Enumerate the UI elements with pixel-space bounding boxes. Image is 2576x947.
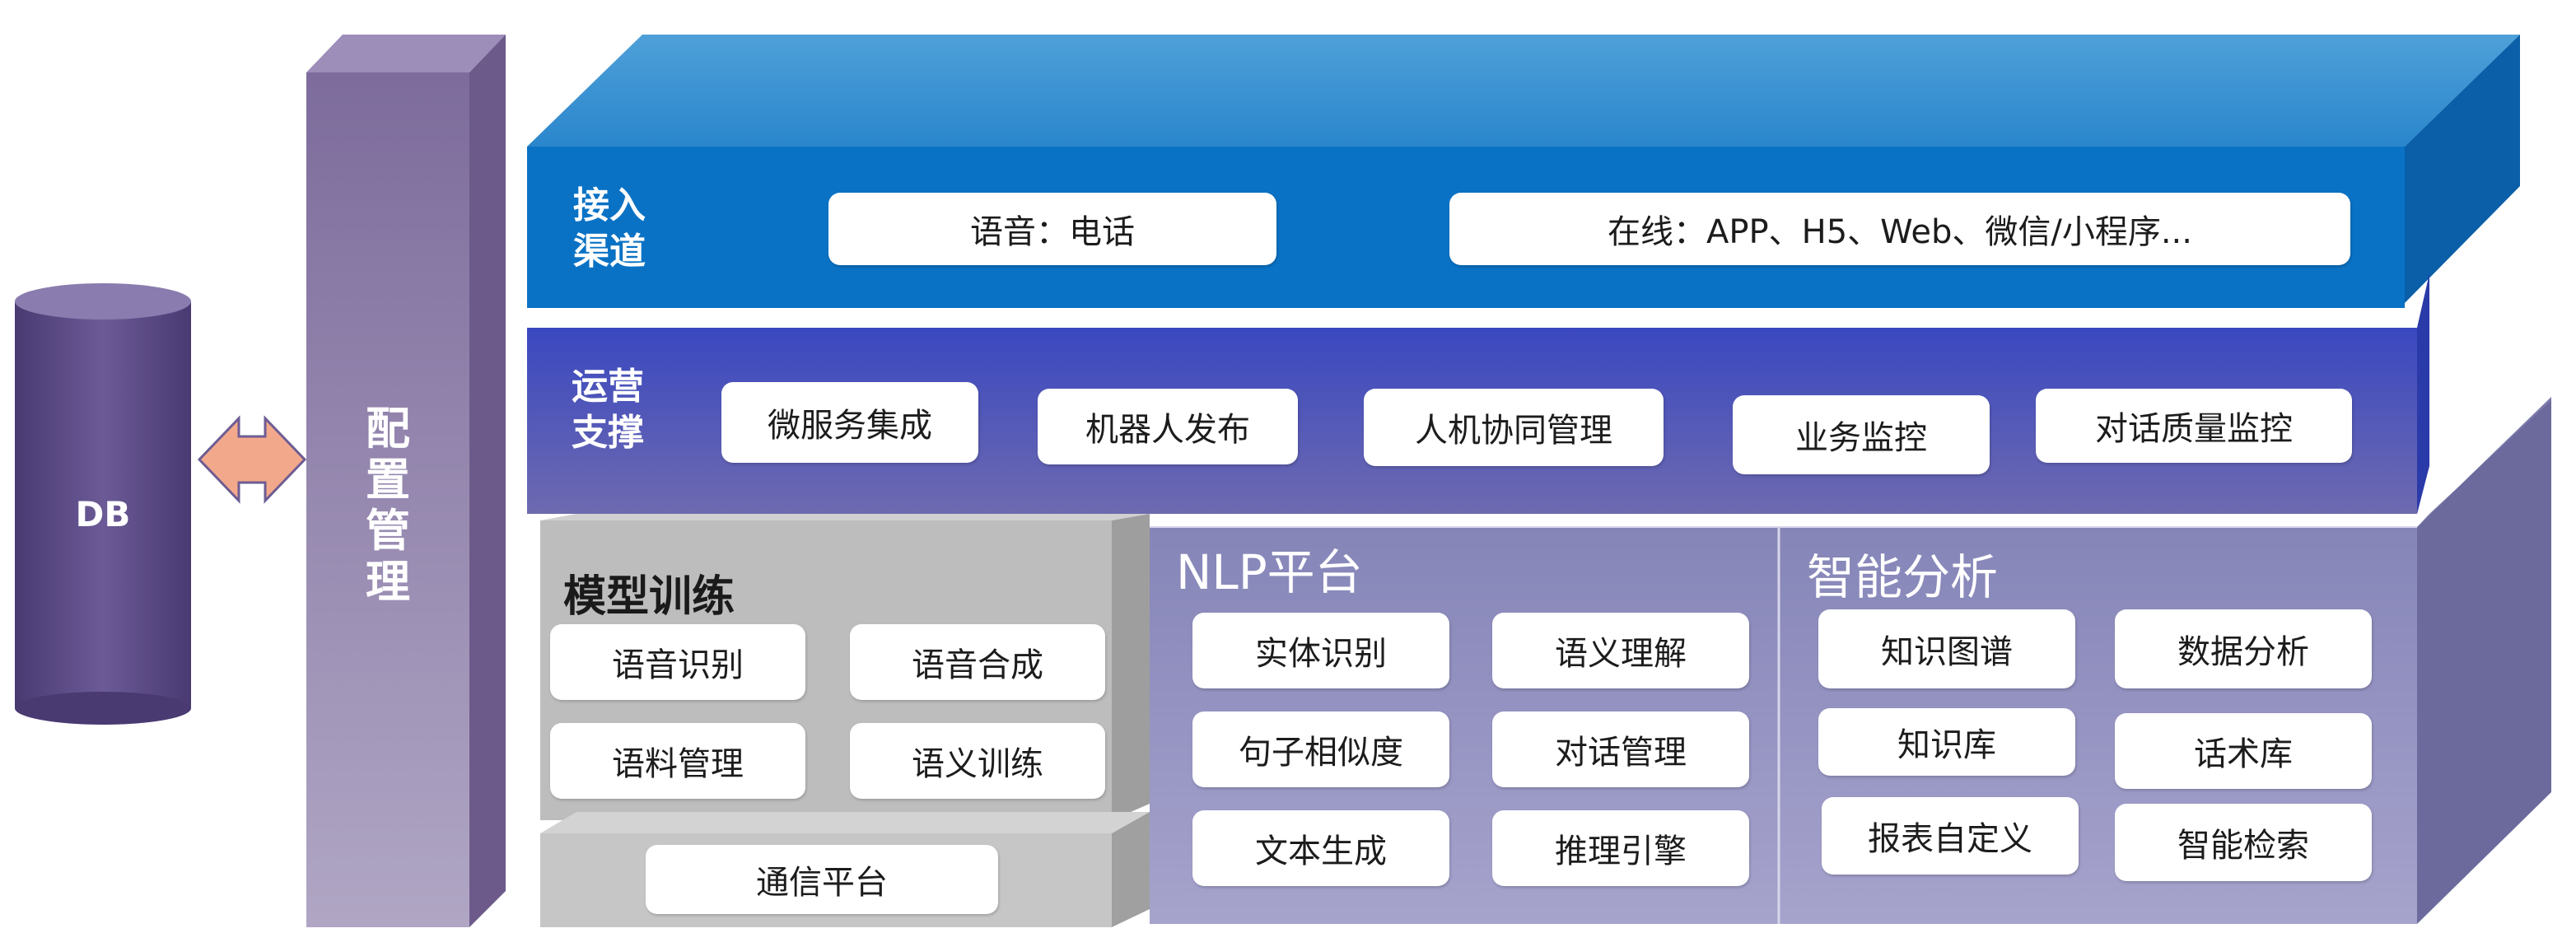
config-label-char: 配 bbox=[366, 403, 410, 455]
nlp-item-dialog[interactable]: 对话管理 bbox=[1492, 711, 1749, 787]
ops-layer-label: 运营 支撑 bbox=[572, 364, 644, 456]
training-item-semantic[interactable]: 语义训练 bbox=[850, 723, 1105, 799]
nlp-item-textgen[interactable]: 文本生成 bbox=[1192, 810, 1449, 886]
access-label-line: 接入 bbox=[573, 184, 646, 226]
training-item-asr[interactable]: 语音识别 bbox=[550, 624, 805, 700]
db-cylinder bbox=[15, 283, 191, 725]
config-label-char: 置 bbox=[366, 454, 410, 506]
ops-item-microservice[interactable]: 微服务集成 bbox=[721, 382, 978, 463]
ops-item-quality[interactable]: 对话质量监控 bbox=[2036, 389, 2352, 463]
config-label-char: 管 bbox=[366, 505, 410, 557]
model-training-title: 模型训练 bbox=[563, 572, 735, 622]
config-pillar bbox=[306, 35, 506, 927]
bidirectional-arrow-icon bbox=[197, 415, 307, 504]
nlp-item-nlu[interactable]: 语义理解 bbox=[1492, 613, 1749, 688]
nlp-item-ner[interactable]: 实体识别 bbox=[1192, 613, 1449, 688]
db-label: DB bbox=[75, 494, 131, 534]
access-item-online[interactable]: 在线：APP、H5、Web、微信/小程序... bbox=[1449, 193, 2350, 265]
config-label: 配 置 管 理 bbox=[306, 404, 469, 608]
ops-label-line: 运营 bbox=[572, 366, 644, 408]
ops-item-bot-release[interactable]: 机器人发布 bbox=[1038, 389, 1298, 464]
analysis-item-report[interactable]: 报表自定义 bbox=[1822, 797, 2079, 875]
analysis-item-kb[interactable]: 知识库 bbox=[1818, 708, 2075, 776]
ops-item-human-bot[interactable]: 人机协同管理 bbox=[1364, 389, 1664, 466]
training-item-tts[interactable]: 语音合成 bbox=[850, 624, 1105, 700]
config-label-char: 理 bbox=[366, 556, 410, 608]
analysis-item-search[interactable]: 智能检索 bbox=[2115, 804, 2372, 881]
access-layer-block bbox=[527, 35, 2520, 308]
ops-item-monitor[interactable]: 业务监控 bbox=[1733, 395, 1990, 474]
nlp-item-inference[interactable]: 推理引擎 bbox=[1492, 810, 1749, 886]
access-item-voice[interactable]: 语音：电话 bbox=[828, 193, 1276, 265]
nlp-block-side bbox=[2417, 397, 2551, 924]
smart-analysis-title: 智能分析 bbox=[1807, 549, 1999, 605]
training-item-corpus[interactable]: 语料管理 bbox=[550, 723, 805, 799]
analysis-item-data[interactable]: 数据分析 bbox=[2115, 609, 2372, 688]
nlp-platform-title: NLP平台 bbox=[1176, 544, 1363, 600]
ops-label-line: 支撑 bbox=[572, 412, 644, 454]
access-layer-label: 接入 渠道 bbox=[573, 183, 646, 275]
nlp-item-similarity[interactable]: 句子相似度 bbox=[1192, 711, 1449, 787]
analysis-item-script[interactable]: 话术库 bbox=[2115, 713, 2372, 789]
analysis-item-kg[interactable]: 知识图谱 bbox=[1818, 609, 2075, 688]
communication-item[interactable]: 通信平台 bbox=[646, 845, 998, 914]
access-label-line: 渠道 bbox=[573, 231, 646, 273]
